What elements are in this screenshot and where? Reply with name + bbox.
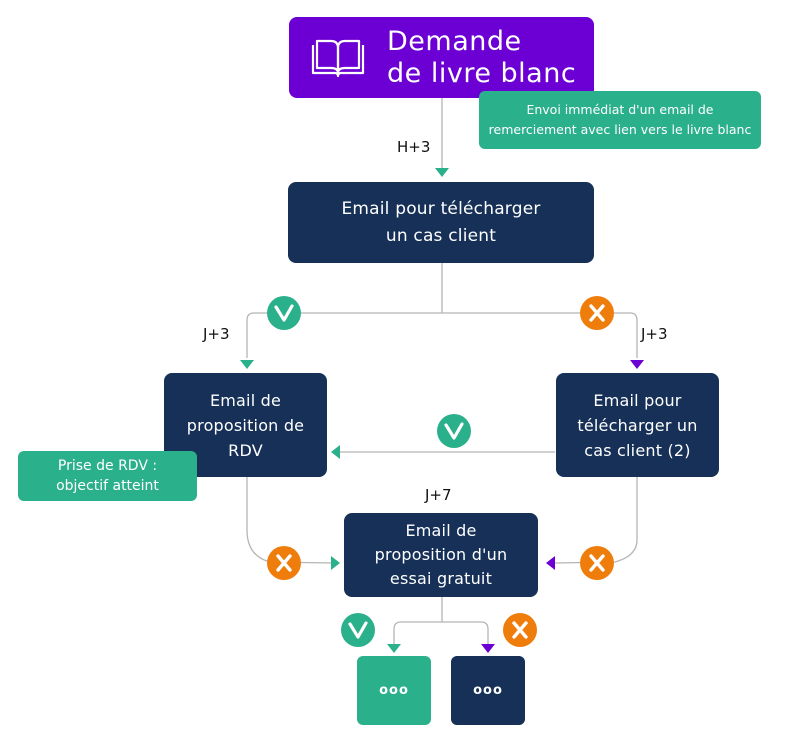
x-icon — [589, 554, 605, 572]
delay-label-j7: J+7 — [425, 486, 452, 504]
note-goal-line2: objectif atteint — [56, 478, 159, 494]
connector-essai-split-left — [393, 621, 442, 644]
arrowhead-rdv-to-essai — [331, 556, 340, 570]
outcome-no-badge-4 — [503, 613, 537, 647]
arrowhead-cas-client-2-to-essai — [546, 556, 555, 570]
step-email-cas-client-2[interactable]: Email pour télécharger un cas client (2) — [556, 373, 719, 477]
step-email-cas-client[interactable]: Email pour télécharger un cas client — [288, 182, 594, 263]
check-icon — [274, 304, 294, 322]
check-icon — [444, 422, 464, 440]
step-essai-line2: proposition d'un — [374, 545, 508, 564]
step-rdv-line1: Email de — [209, 390, 282, 410]
check-icon — [348, 621, 368, 639]
start-node-demande-livre-blanc[interactable]: Demande de livre blanc — [289, 17, 594, 98]
connector-cas-client-2-to-essai — [554, 477, 638, 564]
delay-label-h3: H+3 — [397, 138, 431, 156]
note-immediate-line1: Envoi immédiat d'un email de — [526, 102, 714, 117]
note-goal-line1: Prise de RDV : — [57, 458, 158, 474]
arrowhead-cas-client-2-to-rdv — [331, 445, 340, 459]
arrowhead-rdv — [240, 360, 254, 369]
step-essai-line1: Email de — [405, 521, 477, 540]
arrowhead-cas-client-2 — [630, 360, 644, 369]
step-essai-line3: essai gratuit — [389, 569, 493, 588]
delay-label-j3-right: J+3 — [641, 325, 668, 343]
step-cas-client-line1: Email pour télécharger — [341, 198, 541, 219]
step-rdv-line2: proposition de — [186, 415, 305, 435]
step-cas-client-2-line1: Email pour — [593, 390, 682, 410]
step-cas-client-2-line2: télécharger un — [577, 415, 698, 435]
open-book-icon — [309, 37, 367, 79]
outcome-no-badge-2 — [267, 546, 301, 580]
start-node-title-line2: de livre blanc — [387, 57, 577, 89]
note-goal-reached: Prise de RDV : objectif atteint — [18, 451, 197, 501]
ellipsis-icon: ooo — [379, 683, 409, 698]
x-icon — [512, 621, 528, 639]
step-rdv-line3: RDV — [228, 440, 263, 460]
x-icon — [589, 304, 605, 322]
next-step-no[interactable]: ooo — [451, 656, 525, 725]
step-email-essai-gratuit[interactable]: Email de proposition d'un essai gratuit — [344, 513, 538, 597]
x-icon — [276, 554, 292, 572]
arrowhead-cas-client — [435, 168, 449, 177]
outcome-yes-badge-3 — [341, 613, 375, 647]
delay-label-j3-left: J+3 — [203, 325, 230, 343]
outcome-no-badge-1 — [580, 296, 614, 330]
step-cas-client-2-line3: cas client (2) — [584, 440, 691, 460]
connector-essai-split-right — [442, 621, 489, 644]
step-cas-client-line2: un cas client — [385, 225, 497, 246]
arrowhead-next-yes — [387, 644, 401, 653]
ellipsis-icon: ooo — [473, 683, 503, 698]
note-immediate-line2: remerciement avec lien vers le livre bla… — [488, 122, 752, 137]
connector-split-right — [442, 312, 638, 358]
outcome-yes-badge-2 — [437, 414, 471, 448]
note-immediate-email: Envoi immédiat d'un email de remerciemen… — [479, 91, 761, 149]
next-step-yes[interactable]: ooo — [357, 656, 431, 725]
connector-split-left — [246, 312, 442, 358]
outcome-yes-badge-1 — [267, 296, 301, 330]
start-node-title-line1: Demande — [387, 25, 522, 57]
arrowhead-next-no — [481, 644, 495, 653]
outcome-no-badge-3 — [580, 546, 614, 580]
